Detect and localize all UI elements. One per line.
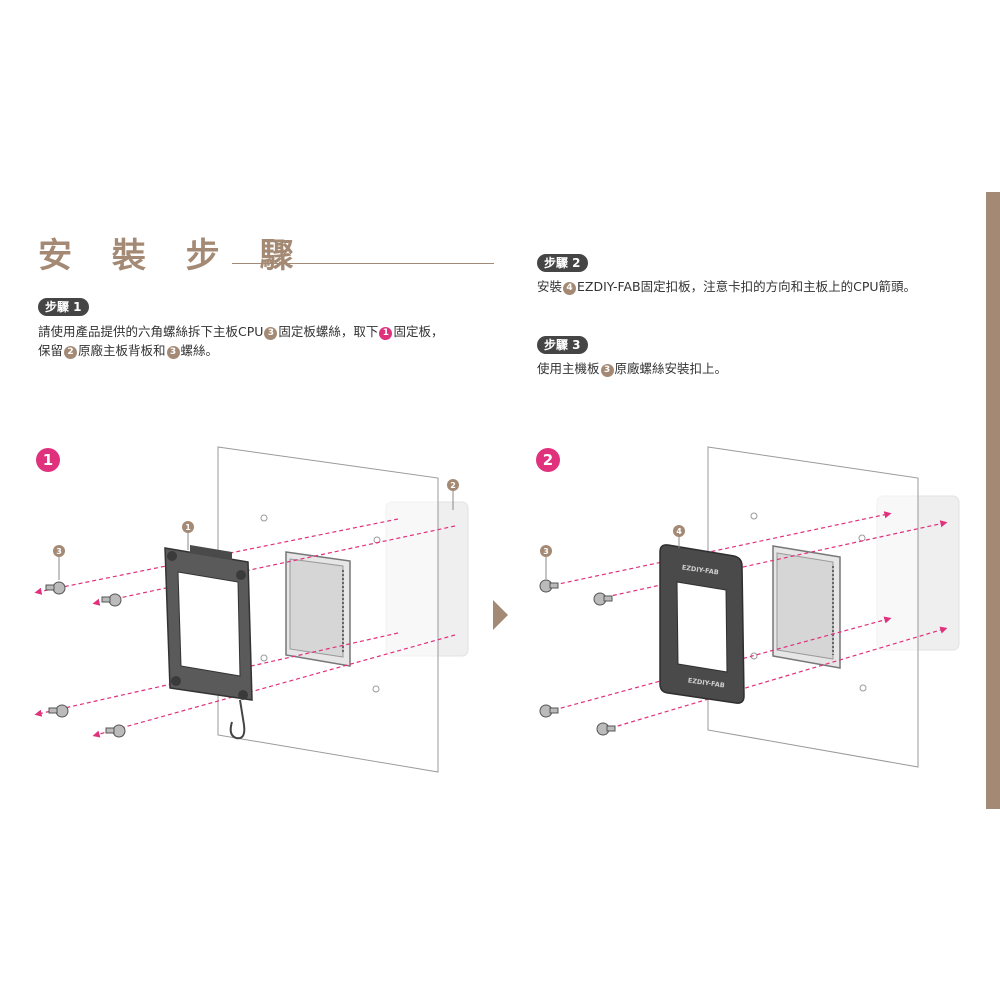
step-text-segment: 保留: [38, 343, 64, 358]
fig2-callout-screws-label: 3: [543, 547, 549, 556]
step-number-marker: 2: [64, 346, 78, 359]
fig2-callout-frame-label: 4: [676, 527, 682, 536]
fig1-callout-screws: 3: [53, 545, 65, 580]
page-title: 安 裝 步 驟: [38, 236, 308, 276]
step-1-badge: 步驟 1: [38, 298, 89, 316]
step-text-segment: 原廠螺絲安裝扣上。: [614, 361, 728, 376]
figure-1-illustration: 1 2 3: [34, 446, 469, 773]
fig1-callout-screws-label: 3: [56, 547, 62, 556]
fig2-cpu-socket: [772, 545, 841, 669]
step-text-segment: 固定板螺絲，取下: [278, 324, 379, 339]
step-text-segment: 螺絲。: [180, 343, 219, 358]
fig1-callout-plate: 1: [182, 521, 194, 550]
step-number-marker: 3: [600, 364, 614, 377]
fig2-callout-screws: 3: [540, 545, 552, 579]
step-number-marker: 3: [166, 346, 180, 359]
fig1-cpu-plate: [164, 545, 253, 740]
step-number-marker: 4: [563, 282, 577, 295]
figure-1-number: 1: [36, 448, 60, 472]
step-text-segment: 請使用產品提供的六角螺絲拆下主板CPU: [38, 324, 264, 339]
step-number-marker: 3: [264, 327, 278, 340]
installation-diagram: 1 2 3: [34, 446, 960, 773]
step-3-badge: 步驟 3: [537, 336, 588, 354]
step-text-segment: EZDIY-FAB固定扣板，注意卡扣的方向和主板上的CPU箭頭。: [577, 279, 917, 294]
fig1-callout-backplate: 2: [447, 479, 459, 510]
step-text-segment: 原廠主板背板和: [78, 343, 166, 358]
title-underline: [232, 263, 494, 264]
fig1-callout-plate-label: 1: [185, 523, 191, 532]
step-text-segment: 安裝: [537, 279, 563, 294]
fig2-screws: [539, 579, 616, 736]
fig2-callout-frame: 4: [673, 525, 685, 548]
step-text-segment: 固定板，: [393, 324, 444, 339]
side-accent-bar: [986, 192, 1000, 809]
fig1-cpu-socket: [285, 551, 351, 667]
step-2-badge: 步驟 2: [537, 254, 588, 272]
step-text-segment: 使用主機板: [537, 361, 600, 376]
fig1-screws: [45, 581, 126, 738]
figure-2-number: 2: [536, 448, 560, 472]
fig2-ezdiy-frame: EZDIY-FAB EZDIY-FAB: [659, 544, 745, 704]
transition-arrow: [493, 600, 508, 630]
step-number-marker: 1: [379, 327, 393, 340]
figure-2-illustration: EZDIY-FAB EZDIY-FAB 4 3: [539, 446, 960, 768]
fig1-callout-backplate-label: 2: [450, 481, 456, 490]
